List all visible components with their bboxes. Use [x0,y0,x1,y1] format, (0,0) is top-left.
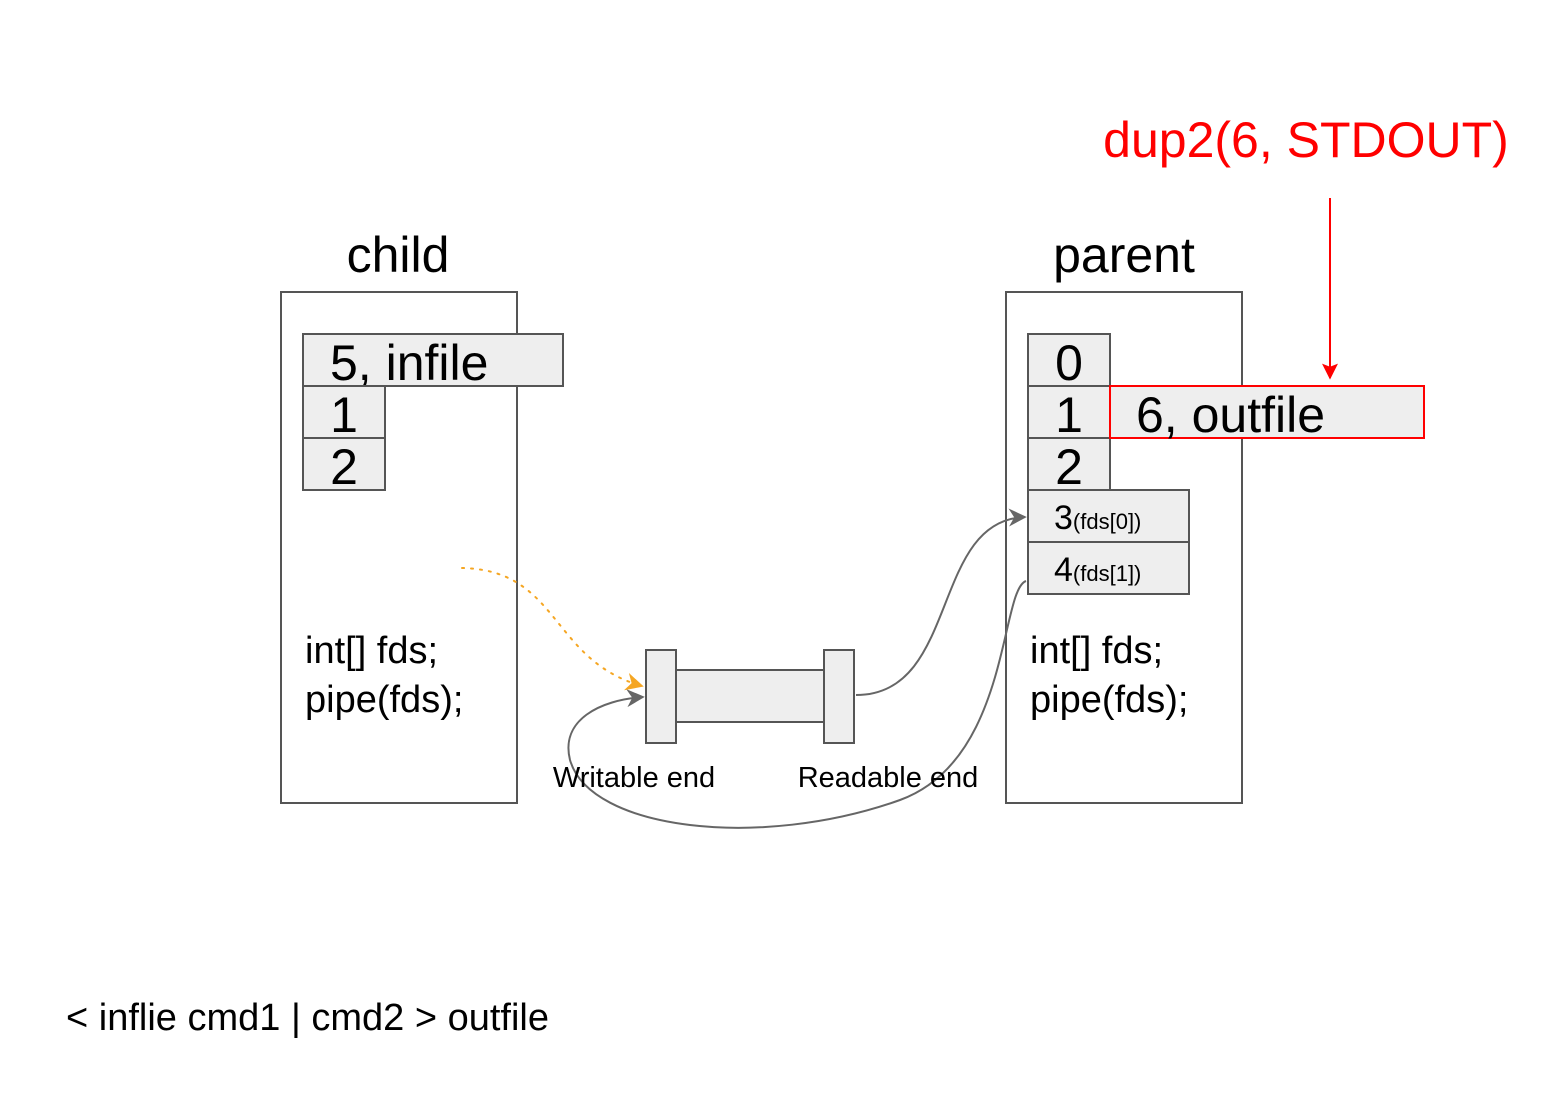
parent-fd-label-0: 0 [1055,335,1083,391]
parent-title: parent [1053,227,1195,283]
parent-code-line-1: int[] fds; [1030,630,1163,672]
child-fd-cell-2 [302,437,386,491]
parent-outfile-cell [1109,385,1425,439]
child-fd-table: 5, infile 1 2 [302,333,564,495]
child-code-line-1: int[] fds; [305,630,438,672]
child-title: child [347,227,450,283]
child-code-line-2: pipe(fds); [305,679,463,721]
child-dotted-arrow [461,567,644,691]
child-fd-label-0: 5, infile [330,335,488,391]
fd4-to-writable-arrow [567,580,1027,829]
readable-end-label: Readable end [798,762,979,794]
parent-fd-3-text: 3(fds[0]) [1054,499,1141,537]
pipe-body [675,669,825,723]
parent-fd-cell-0 [1027,333,1111,387]
pipe-writable-end [645,649,677,744]
parent-fd-cell-3 [1027,489,1190,543]
readable-to-fd3-arrow [855,508,1027,696]
parent-fd-4-text: 4(fds[1]) [1054,551,1141,589]
child-fd-cell-1 [302,385,386,439]
parent-code-line-2: pipe(fds); [1030,679,1188,721]
parent-outfile-label: 6, outfile [1136,387,1325,443]
parent-fd-label-1: 1 [1055,387,1083,443]
child-fd-label-2: 2 [330,439,358,495]
dup2-annotation: dup2(6, STDOUT) [1103,112,1509,168]
pipe-readable-end [823,649,855,744]
writable-end-label: Writable end [553,762,715,794]
command-line: < inflie cmd1 | cmd2 > outfile [66,997,549,1039]
child-fd-label-1: 1 [330,387,358,443]
child-process-box [280,291,518,804]
parent-fd-cell-4 [1027,541,1190,595]
parent-fd-label-2: 2 [1055,439,1083,495]
pipe-shape [645,649,855,744]
child-fd-cell-infile [302,333,564,387]
parent-process-box [1005,291,1243,804]
parent-fd-table: 0 1 2 6, outfile 3(fds[0]) 4(fds[1]) [1027,333,1425,595]
